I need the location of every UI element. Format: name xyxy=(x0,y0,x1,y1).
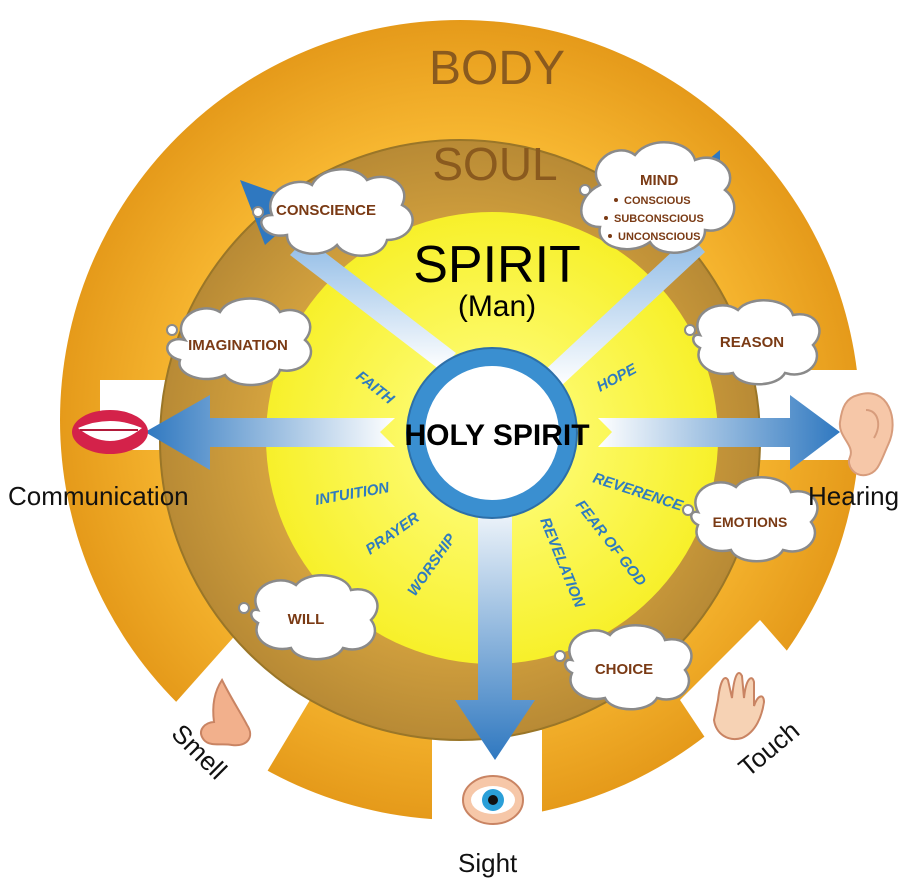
eye-icon xyxy=(463,776,523,824)
cloud-mind-item-conscious: CONSCIOUS xyxy=(624,195,691,207)
sense-sight: Sight xyxy=(458,848,518,878)
cloud-emotions-label: EMOTIONS xyxy=(713,514,788,530)
cloud-will-label: WILL xyxy=(288,611,325,628)
spirit-label: SPIRIT xyxy=(413,236,581,294)
cloud-reason-label: REASON xyxy=(720,334,784,351)
cloud-conscience-label: CONSCIENCE xyxy=(276,202,376,219)
sense-hearing: Hearing xyxy=(808,481,899,511)
spirit-sublabel: (Man) xyxy=(458,290,536,323)
cloud-choice-label: CHOICE xyxy=(595,661,653,678)
cloud-mind-label: MIND xyxy=(640,172,678,189)
holy-spirit-label: HOLY SPIRIT xyxy=(404,419,589,452)
mouth-icon xyxy=(72,410,148,454)
cloud-mind-item-unconscious: UNCONSCIOUS xyxy=(618,231,701,243)
cloud-mind-item-subconscious: SUBCONSCIOUS xyxy=(614,213,704,225)
soul-label: SOUL xyxy=(432,138,557,190)
body-label: BODY xyxy=(429,42,565,95)
sense-communication: Communication xyxy=(8,481,189,511)
cloud-imagination-label: IMAGINATION xyxy=(188,337,288,354)
